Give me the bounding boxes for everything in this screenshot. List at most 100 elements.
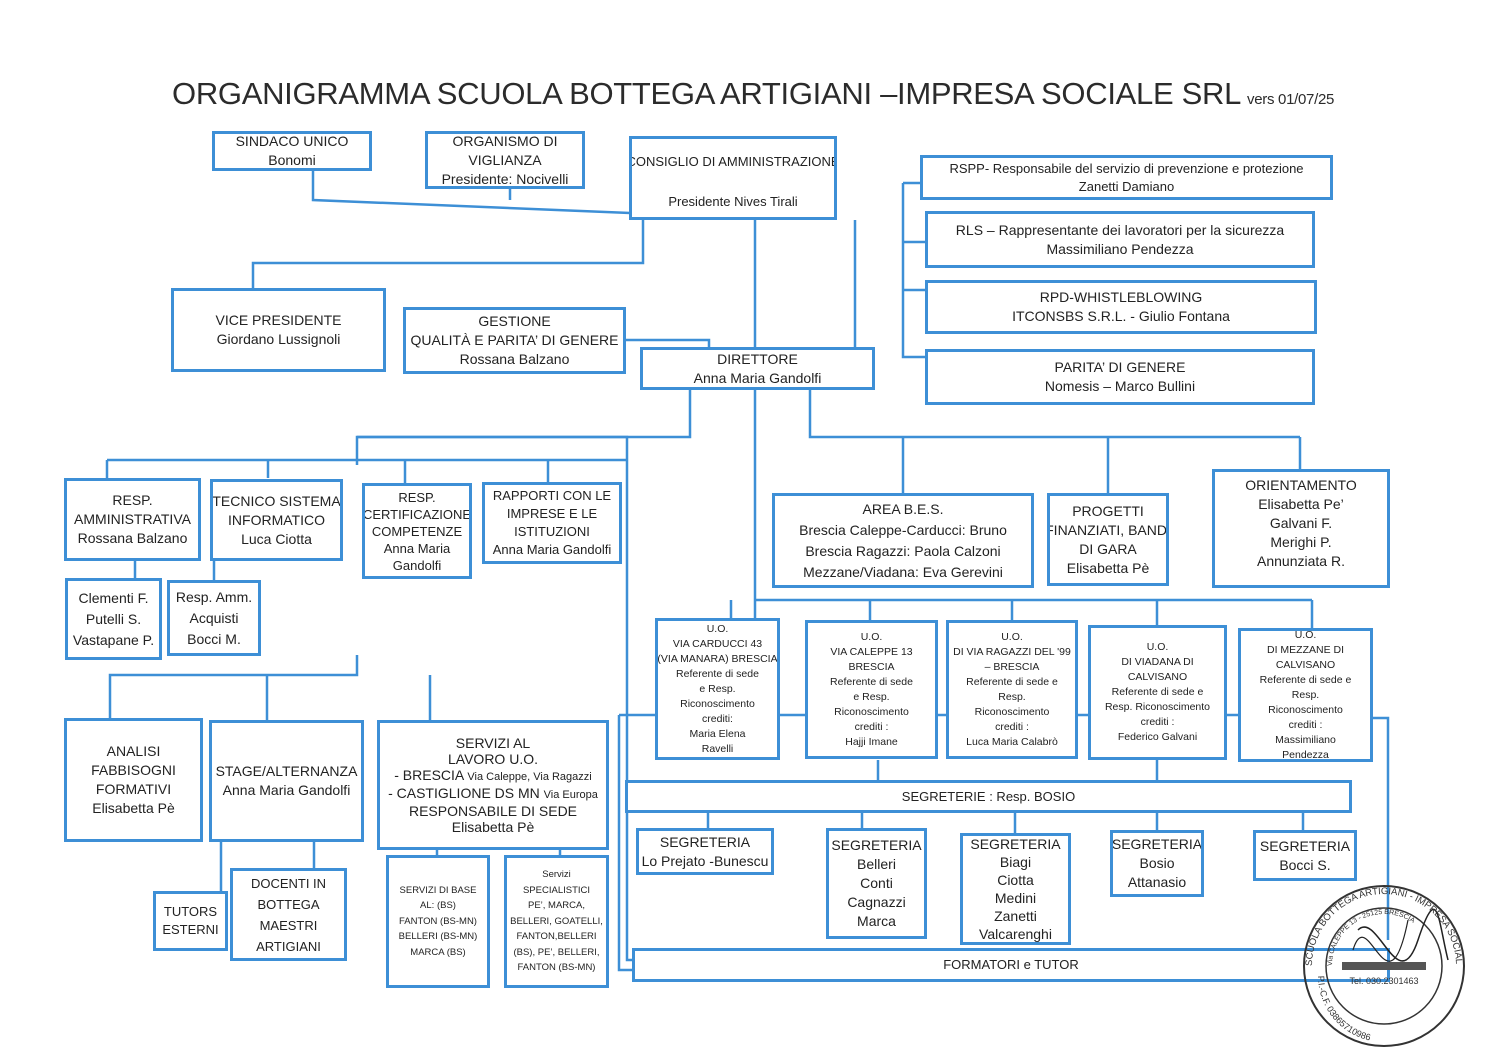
uo1-l6: Riconoscimento [680, 697, 755, 710]
rapporti-imprese-box: RAPPORTI CON LE IMPRESE E LE ISTITUZIONI… [482, 482, 622, 564]
sindaco-title: SINDACO UNICO [235, 133, 349, 149]
analisi-name: Elisabetta Pè [92, 800, 175, 816]
stage-alternanza-box: STAGE/ALTERNANZA Anna Maria Gandolfi [209, 720, 364, 842]
seg1-name: Lo Prejato -Bunescu [641, 852, 769, 869]
uo1-l3: (VIA MANARA) BRESCIA [657, 652, 778, 665]
segreteria-4-box: SEGRETERIA Bosio Attanasio [1110, 830, 1204, 897]
base-l2: AL: (BS) [420, 900, 456, 912]
uo5-l7: crediti : [1288, 718, 1323, 731]
uo3-l5: Resp. [998, 690, 1026, 703]
vice-title: VICE PRESIDENTE [215, 312, 342, 328]
seg2-name1: Belleri [857, 856, 896, 872]
title-text: ORGANIGRAMMA SCUOLA BOTTEGA ARTIGIANI –I… [172, 76, 1242, 111]
servizi-brescia-label: - BRESCIA [394, 767, 464, 783]
base-l4: BELLERI (BS-MN) [398, 931, 478, 943]
uo3-l8: Luca Maria Calabrò [966, 735, 1058, 748]
certificazione-line3: COMPETENZE [371, 523, 463, 539]
analisi-fabbisogni-box: ANALISI FABBISOGNI FORMATIVI Elisabetta … [64, 718, 203, 842]
formatori-title: FORMATORI e TUTOR [943, 957, 1079, 972]
uo2-l2: VIA CALEPPE 13 [830, 645, 913, 658]
cda-box: CONSIGLIO DI AMMINISTRAZIONE Presidente … [629, 136, 837, 220]
segreteria-3-box: SEGRETERIA Biagi Ciotta Medini Zanetti V… [960, 833, 1071, 945]
resp-amministrativa-box: RESP. AMMINISTRATIVA Rossana Balzano [64, 478, 201, 561]
seg2-name3: Cagnazzi [847, 894, 906, 910]
uo5-l9: Pendezza [1282, 748, 1329, 761]
seg3-name2: Ciotta [997, 872, 1034, 888]
docenti-bottega-box: DOCENTI IN BOTTEGA MAESTRI ARTIGIANI [230, 868, 347, 961]
tutors-esterni-box: TUTORS ESTERNI [153, 891, 228, 951]
parita-name: Nomesis – Marco Bullini [1044, 378, 1196, 394]
uo1-l8: Maria Elena [689, 727, 746, 740]
seg5-title: SEGRETERIA [1259, 837, 1351, 854]
tecnico-line2: INFORMATICO [228, 511, 325, 528]
uo4-l4: Referente di sede e [1111, 686, 1204, 698]
uo-viadana-box: U.O. DI VIADANA DI CALVISANO Referente d… [1088, 625, 1227, 760]
servizi-castiglione-detail: Via Europa [543, 789, 598, 801]
seg2-name4: Marca [857, 913, 896, 929]
analisi-line1: ANALISI [106, 743, 161, 759]
gestione-subtitle: QUALITÀ E PARITA’ DI GENERE [410, 332, 619, 348]
bes-line2: Brescia Ragazzi: Paola Calzoni [805, 542, 1001, 559]
gestione-title: GESTIONE [478, 313, 551, 329]
analisi-line3: FORMATIVI [95, 781, 172, 797]
servizi-resp-title: RESPONSABILE DI SEDE [408, 803, 578, 819]
uo1-l7: crediti: [702, 712, 733, 725]
company-stamp: Tel. 030.2301463 SCUOLA BOTTEGA ARTIGIAN… [1298, 880, 1465, 1047]
uo5-l1: U.O. [1294, 628, 1317, 641]
amministrativa-line1: RESP. [112, 492, 153, 508]
vice-presidente-box: VICE PRESIDENTE Giordano Lussignoli [171, 288, 386, 372]
stage-title: STAGE/ALTERNANZA [215, 763, 358, 779]
uo1-l5: e Resp. [699, 682, 736, 695]
amministrativa-name: Rossana Balzano [77, 530, 188, 546]
vigilanza-president: Presidente: Nocivelli [441, 170, 569, 187]
certificazione-line2: CERTIFICAZIONE [362, 506, 472, 522]
acquisti-name: Bocci M. [187, 630, 241, 647]
segreteria-5-box: SEGRETERIA Bocci S. [1253, 830, 1357, 881]
uo3-l6: Riconoscimento [974, 705, 1050, 718]
orientamento-name4: Annunziata R. [1257, 553, 1345, 569]
version-text: vers 01/07/25 [1247, 91, 1335, 108]
uo4-l5: Resp. Riconoscimento [1104, 701, 1211, 713]
tutors-line2: ESTERNI [162, 922, 219, 937]
uo5-l3: CALVISANO [1275, 658, 1336, 671]
uo1-l4: Referente di sede [676, 667, 759, 680]
acquisti-line2: Acquisti [189, 609, 239, 626]
uo3-l7: crediti : [995, 720, 1029, 733]
seg2-name2: Conti [860, 875, 893, 891]
rapporti-name: Anna Maria Gandolfi [492, 542, 612, 557]
uo2-l7: crediti : [854, 720, 889, 733]
seg1-title: SEGRETERIA [659, 833, 751, 850]
uo-mezzane-box: U.O. DI MEZZANE DI CALVISANO Referente d… [1238, 628, 1373, 762]
spec-l2: SPECIALISTICI [522, 884, 591, 896]
vigilanza-line2: VIGLIANZA [468, 151, 542, 168]
organismo-vigilanza-box: ORGANISMO DI VIGLIANZA Presidente: Nociv… [425, 131, 585, 189]
servizi-base-box: SERVIZI DI BASE AL: (BS) FANTON (BS-MN) … [386, 855, 490, 988]
servizi-line1: SERVIZI AL [455, 735, 531, 751]
uo5-l8: Massimiliano [1275, 733, 1336, 746]
uo2-l4: Referente di sede [830, 675, 913, 688]
uo2-l3: BRESCIA [848, 660, 895, 673]
uo4-l1: U.O. [1146, 641, 1169, 653]
clementi-box: Clementi F. Putelli S. Vastapane P. [65, 578, 162, 660]
uo-carducci-box: U.O. VIA CARDUCCI 43 (VIA MANARA) BRESCI… [655, 618, 780, 760]
rls-name: Massimiliano Pendezza [1046, 240, 1194, 257]
acquisti-line1: Resp. Amm. [175, 588, 253, 605]
rspp-title: RSPP- Responsabile del servizio di preve… [949, 160, 1304, 176]
segreterie-bar: SEGRETERIE : Resp. BOSIO [625, 780, 1352, 813]
docenti-line3: MAESTRI [259, 917, 318, 933]
cda-title: CONSIGLIO DI AMMINISTRAZIONE [629, 154, 837, 169]
servizi-brescia-detail: Via Caleppe, Via Ragazzi [467, 771, 592, 783]
spec-l1: Servizi [542, 869, 571, 881]
uo2-l1: U.O. [860, 630, 883, 643]
servizi-resp-name: Elisabetta Pè [451, 819, 535, 835]
servizi-castiglione: - CASTIGLIONE DS MN Via Europa [388, 785, 598, 803]
progetti-name: Elisabetta Pè [1066, 559, 1150, 576]
rpd-name: ITCONSBS S.R.L. - Giulio Fontana [1012, 308, 1230, 324]
servizi-lavoro-box: SERVIZI AL LAVORO U.O. - BRESCIA Via Cal… [377, 720, 609, 850]
direttore-name: Anna Maria Gandolfi [693, 369, 822, 386]
seg2-title: SEGRETERIA [831, 837, 922, 853]
spec-l3: PE’, MARCA, [527, 900, 585, 912]
analisi-line2: FABBISOGNI [91, 762, 176, 778]
uo2-l8: Hajji Imane [845, 735, 898, 748]
rls-box: RLS – Rappresentante dei lavoratori per … [925, 211, 1315, 268]
